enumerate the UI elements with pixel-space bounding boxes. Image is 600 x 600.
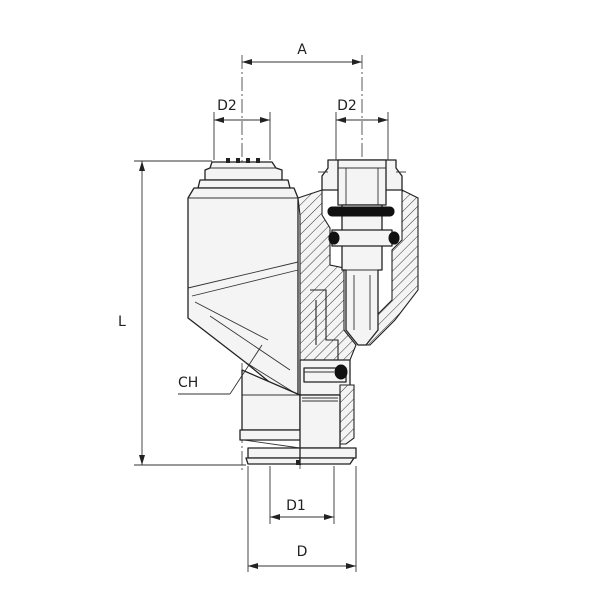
right-branch-section	[297, 159, 419, 361]
label-l: L	[118, 314, 126, 330]
label-ch: CH	[178, 375, 198, 391]
dimension-l: L	[118, 160, 246, 466]
label-d2-left: D2	[217, 98, 237, 114]
dimension-d: D	[247, 466, 357, 572]
dimension-a: A	[242, 42, 362, 65]
dimension-d2-right: D2	[335, 98, 389, 160]
lower-outlet-section	[299, 359, 357, 465]
label-a: A	[297, 42, 307, 58]
label-d2-right: D2	[337, 98, 357, 114]
leader-ch: CH	[178, 344, 263, 395]
o-ring-seal	[327, 206, 395, 217]
dimension-d2-left: D2	[213, 98, 271, 160]
label-d1: D1	[286, 498, 306, 514]
o-ring-seal	[334, 364, 348, 380]
left-branch	[187, 158, 299, 396]
label-d: D	[297, 544, 308, 560]
o-ring-seal	[328, 231, 340, 245]
thread-marks	[302, 397, 338, 402]
collet-teeth	[226, 158, 260, 163]
dimension-d1: D1	[269, 466, 335, 524]
o-ring-seal	[388, 231, 400, 245]
